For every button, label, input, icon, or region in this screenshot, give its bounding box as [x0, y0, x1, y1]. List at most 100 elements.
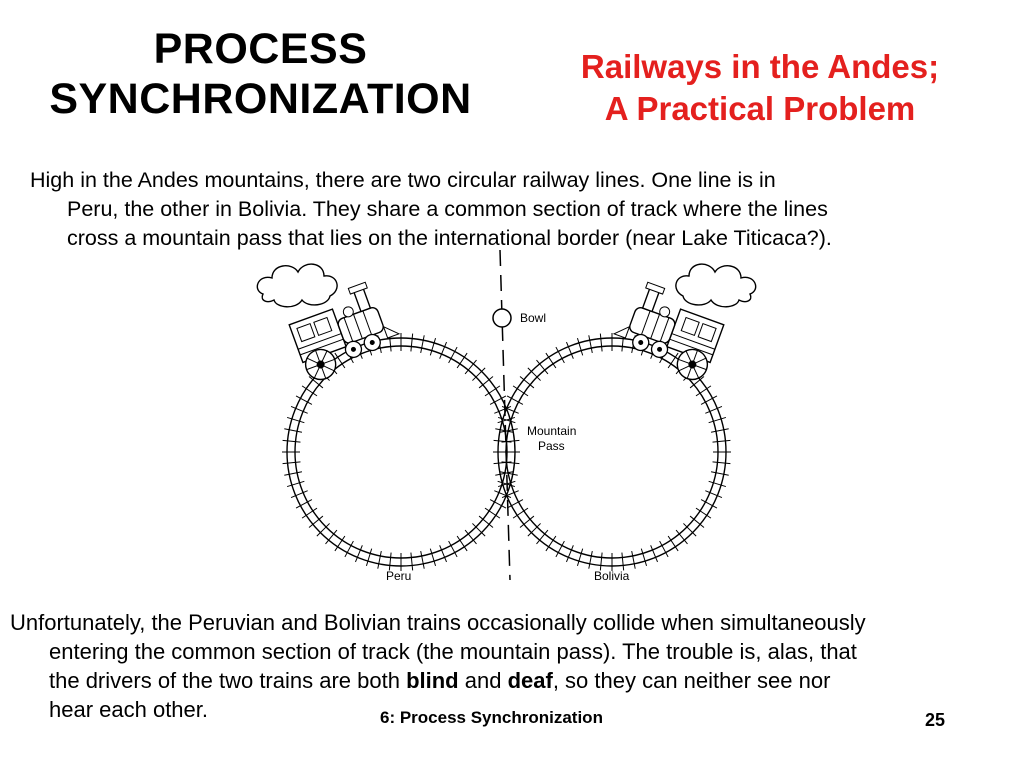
track-tie [705, 405, 723, 414]
title-line-1: PROCESS [153, 25, 368, 73]
track-tie [695, 385, 712, 397]
track-tie [712, 461, 731, 465]
outro-line-3-pre: the drivers of the two trains are both [49, 668, 407, 693]
pass-label-line-2: Pass [538, 439, 565, 453]
outro-line-3: the drivers of the two trains are both b… [10, 666, 1015, 695]
track-tie [675, 529, 688, 545]
track-tie [599, 333, 603, 352]
track-tie [439, 545, 448, 563]
track-tie [527, 367, 541, 381]
track-tie [286, 416, 305, 424]
track-tie [689, 515, 705, 528]
track-tie [495, 428, 514, 433]
track-tie [494, 405, 512, 414]
title-line-2: SYNCHRONIZATION [49, 75, 472, 123]
track-tie [494, 490, 512, 499]
track-tie [506, 499, 524, 509]
track-tie [599, 552, 603, 571]
bowl-label: Bowl [520, 311, 546, 325]
track-tie [700, 395, 718, 405]
track-tie [420, 550, 425, 569]
track-tie [689, 376, 705, 389]
track-tie [555, 346, 565, 364]
track-tie [410, 552, 414, 571]
track-tie [301, 385, 318, 397]
track-tie [555, 540, 565, 558]
outro-line-1: Unfortunately, the Peruvian and Bolivian… [10, 610, 866, 635]
track-tie [493, 439, 512, 443]
track-tie [631, 550, 636, 569]
track-tie [708, 416, 727, 424]
track-tie [512, 385, 529, 397]
track-tie [448, 540, 458, 558]
bowl-icon [492, 308, 512, 328]
track-tie [700, 499, 718, 509]
track-tie [683, 523, 697, 537]
track-tie [354, 545, 363, 563]
track-tie [334, 352, 346, 369]
intro-line-3: cross a mountain pass that lies on the i… [67, 226, 832, 250]
outro-line-3-mid: and [458, 668, 508, 693]
track-tie [456, 352, 468, 369]
intro-line-1: High in the Andes mountains, there are t… [30, 168, 776, 192]
track-tie [308, 376, 324, 389]
track-tie [282, 461, 301, 465]
footer-text: 6: Process Synchronization [380, 708, 603, 727]
subtitle-line-2: A Practical Problem [604, 90, 916, 127]
track-tie [284, 471, 303, 476]
track-tie [439, 341, 448, 359]
blind-emphasis: blind [406, 668, 459, 693]
track-tie [325, 529, 338, 545]
outro-line-2: entering the common section of track (th… [49, 639, 857, 664]
track-tie [576, 548, 584, 567]
outro-line-3-post: , so they can neither see nor [552, 668, 831, 693]
track-tie [290, 490, 308, 499]
track-tie [501, 490, 519, 499]
track-tie [420, 335, 425, 354]
track-tie [667, 535, 679, 552]
track-tie [429, 548, 437, 567]
subtitle-line-1: Railways in the Andes; [580, 48, 940, 85]
peru-label: Peru [386, 569, 411, 583]
border-line [499, 249, 511, 581]
intro-paragraph: High in the Andes mountains, there are t… [30, 166, 990, 253]
track-tie [640, 548, 648, 567]
track-tie [527, 523, 541, 537]
track-tie [710, 428, 729, 433]
track-tie [536, 359, 549, 375]
track-tie [536, 529, 549, 545]
track-tie [472, 523, 486, 537]
track-tie [295, 395, 313, 405]
slide-subtitle: Railways in the Andes; A Practical Probl… [530, 46, 990, 130]
track-tie [429, 337, 437, 356]
track-tie [659, 540, 669, 558]
track-tie [506, 395, 524, 405]
track-tie [493, 461, 512, 465]
track-tie [708, 480, 727, 488]
intro-line-2: Peru, the other in Bolivia. They share a… [67, 197, 828, 221]
track-tie [478, 515, 494, 528]
peru-train-icon [256, 263, 401, 381]
track-tie [472, 367, 486, 381]
track-tie [308, 515, 324, 528]
track-tie [286, 480, 305, 488]
track-tie [290, 405, 308, 414]
track-tie [512, 507, 529, 519]
track-tie [478, 376, 494, 389]
track-tie [448, 346, 458, 364]
track-tie [489, 395, 507, 405]
track-tie [365, 548, 373, 567]
bolivia-train-icon [612, 263, 757, 381]
track-tie [497, 416, 516, 424]
track-tie [519, 376, 535, 389]
track-tie [588, 550, 593, 569]
track-tie [695, 507, 712, 519]
track-tie [410, 333, 414, 352]
track-tie [295, 499, 313, 509]
track-tie [484, 507, 501, 519]
outro-line-4: hear each other. [49, 697, 209, 722]
track-tie [301, 507, 318, 519]
outro-paragraph: Unfortunately, the Peruvian and Bolivian… [10, 608, 1015, 724]
track-tie [667, 352, 679, 369]
deaf-emphasis: deaf [507, 668, 553, 693]
